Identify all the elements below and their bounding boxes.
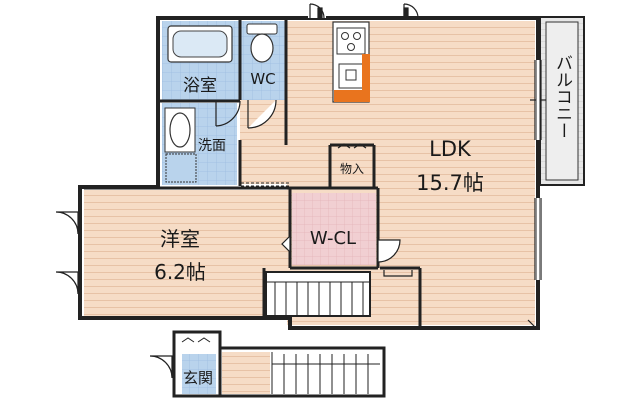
bath-label: 浴室 — [183, 76, 217, 96]
toilet-icon — [246, 23, 278, 63]
window-marks — [527, 60, 546, 329]
entrance-section — [149, 330, 386, 398]
wc-label: WC — [250, 70, 275, 88]
sliding-partition — [241, 182, 290, 187]
bathtub-icon — [167, 25, 233, 63]
kitchen-counter — [332, 21, 370, 103]
washroom-label: 洗面 — [198, 138, 226, 154]
ldk-label: LDK — [429, 137, 472, 161]
door-swings — [55, 3, 419, 295]
western-room-floor — [84, 190, 288, 320]
entrance-label: 玄関 — [183, 369, 213, 387]
balcony-label: バルコニー — [552, 54, 572, 139]
western-room-label: 洋室 — [160, 227, 200, 251]
stairs-upper — [265, 271, 371, 317]
washing-machine-icon — [165, 153, 197, 183]
wcl-floor — [292, 193, 376, 265]
wcl-label: W-CL — [310, 228, 356, 249]
interior-walls — [84, 20, 422, 326]
ldk-size-label: 15.7帖 — [416, 171, 484, 195]
balcony — [539, 16, 585, 186]
western-room-size-label: 6.2帖 — [154, 260, 206, 284]
washbasin-icon — [164, 107, 196, 153]
storage-label: 物入 — [340, 162, 364, 176]
storage-floor — [332, 147, 372, 185]
